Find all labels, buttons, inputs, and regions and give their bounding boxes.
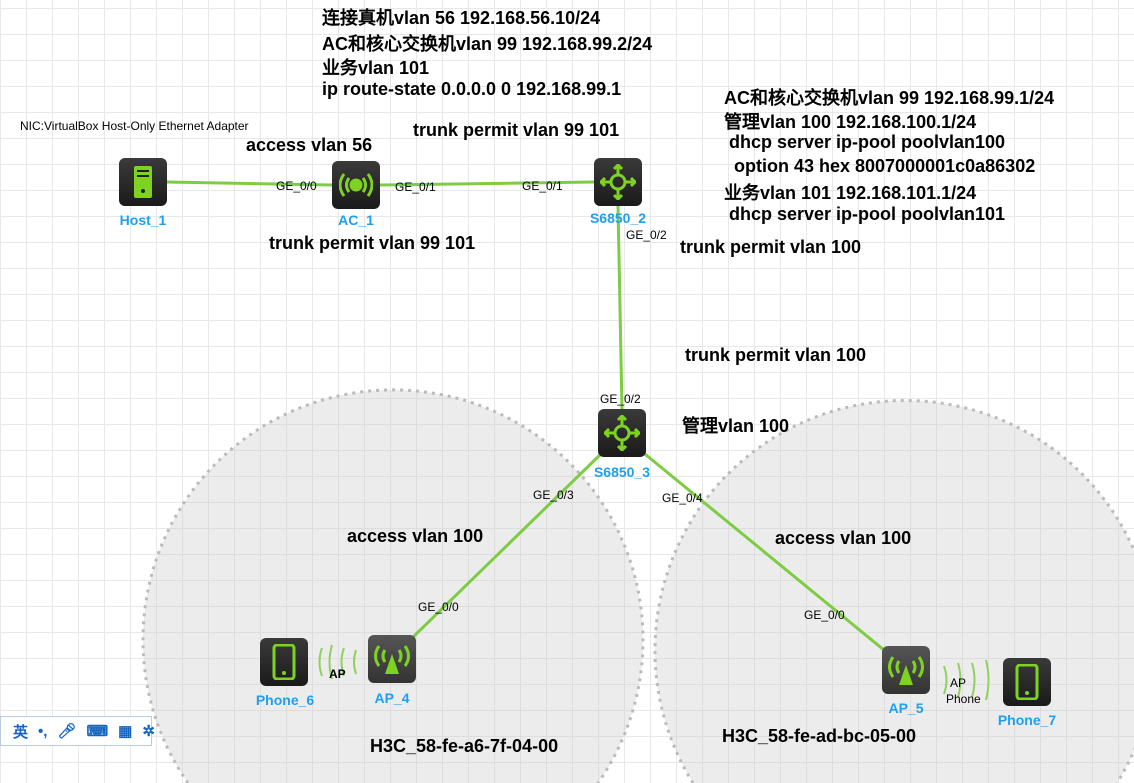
device-label: AP_5 (888, 700, 924, 716)
settings-icon[interactable]: ✲ (142, 723, 155, 740)
access-point-icon (888, 656, 924, 685)
core-config-line: 管理vlan 100 192.168.100.1/24 (724, 112, 977, 132)
trunk-note-s2: trunk permit vlan 100 (680, 237, 862, 257)
trunk-note-s3: trunk permit vlan 100 (685, 345, 867, 365)
host-1-device[interactable] (119, 158, 167, 206)
wifi-ap-label: AP (329, 667, 346, 681)
mgmt-vlan-note: 管理vlan 100 (682, 416, 790, 436)
link-host-ac (166, 180, 333, 187)
switch-icon (600, 164, 636, 200)
core-config-line: AC和核心交换机vlan 99 192.168.99.1/24 (724, 88, 1055, 108)
access-vlan56-note: access vlan 56 (246, 135, 373, 155)
ime-language-toggle[interactable]: 英 (13, 723, 29, 741)
port-label: GE_0/1 (522, 179, 563, 193)
device-label: S6850_2 (589, 210, 647, 226)
trunk-note-ac: trunk permit vlan 99 101 (269, 233, 476, 253)
wireless-controller-icon (339, 173, 373, 197)
access-point-icon (374, 645, 410, 674)
port-label: GE_0/0 (276, 179, 317, 193)
ac-config-line: AC和核心交换机vlan 99 192.168.99.2/24 (322, 34, 653, 54)
ime-toolbar[interactable]: 英 •, 🎤︎ ⌨ ▦ ✲ (0, 716, 155, 746)
phone-7-device[interactable] (1003, 658, 1051, 706)
port-label: GE_0/0 (804, 608, 845, 622)
ap-5-device[interactable] (882, 646, 930, 694)
port-label: GE_0/2 (626, 228, 667, 242)
wifi-waves-right (943, 659, 990, 701)
device-label: Phone_6 (255, 692, 315, 708)
nic-label: NIC:VirtualBox Host-Only Ethernet Adapte… (20, 119, 249, 133)
keyboard-icon[interactable]: ⌨ (86, 723, 109, 740)
server-icon (134, 166, 152, 198)
link-s2-s3 (616, 205, 624, 410)
ac-config-line: 业务vlan 101 (322, 58, 430, 78)
wifi-phone-label: Phone (946, 692, 981, 706)
wifi-ap-label: AP (950, 676, 967, 690)
phone-6-device[interactable] (260, 638, 308, 686)
ac-1-device[interactable] (332, 161, 380, 209)
port-label: GE_0/0 (418, 600, 459, 614)
port-label: GE_0/4 (662, 491, 703, 505)
trunk-note-top: trunk permit vlan 99 101 (413, 120, 620, 140)
ac-config-line: 连接真机vlan 56 192.168.56.10/24 (322, 8, 601, 28)
core-config-line: dhcp server ip-pool poolvlan100 (724, 132, 1006, 152)
phone-icon (1015, 664, 1039, 700)
device-label: Phone_7 (997, 712, 1057, 728)
device-label: AC_1 (338, 212, 374, 228)
ap-4-device[interactable] (368, 635, 416, 683)
phone-icon (272, 644, 296, 680)
core-config-line: option 43 hex 8007000001c0a86302 (724, 156, 1036, 176)
access-vlan100-right: access vlan 100 (775, 528, 912, 548)
access-vlan100-left: access vlan 100 (347, 526, 484, 546)
ssid-right: H3C_58-fe-ad-bc-05-00 (722, 726, 917, 746)
device-label: S6850_3 (593, 464, 651, 480)
s6850-3-device[interactable] (598, 409, 646, 457)
link-s3-ap5 (639, 448, 891, 657)
ime-punctuation-toggle[interactable]: •, (38, 722, 48, 740)
core-config-line: 业务vlan 101 192.168.101.1/24 (724, 183, 977, 203)
s6850-2-device[interactable] (594, 158, 642, 206)
wifi-waves-left (318, 644, 357, 680)
apps-grid-icon[interactable]: ▦ (118, 723, 133, 740)
link-ac-s2 (379, 180, 595, 187)
core-config-line: dhcp server ip-pool poolvlan101 (724, 204, 1006, 224)
ssid-left: H3C_58-fe-a6-7f-04-00 (370, 736, 559, 756)
port-label: GE_0/1 (395, 180, 436, 194)
device-label: Host_1 (119, 212, 167, 228)
wireless-area-left (141, 388, 645, 783)
microphone-icon[interactable]: 🎤︎ (57, 723, 77, 740)
link-s3-ap4 (408, 448, 607, 642)
ac-config-line: ip route-state 0.0.0.0 0 192.168.99.1 (322, 79, 622, 99)
switch-icon (604, 415, 640, 451)
port-label: GE_0/2 (600, 392, 641, 406)
device-label: AP_4 (374, 690, 410, 706)
port-label: GE_0/3 (533, 488, 574, 502)
